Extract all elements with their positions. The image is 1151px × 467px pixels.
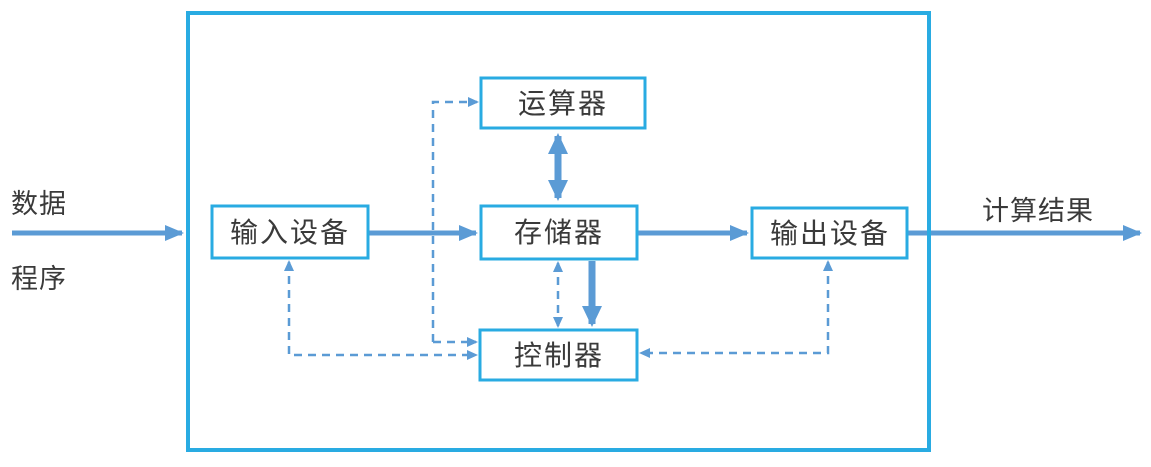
system-boundary-box (186, 11, 931, 452)
output-device-label: 输出设备 (770, 218, 890, 250)
alu-label: 运算器 (518, 88, 608, 120)
control-unit-box (478, 328, 639, 382)
control-signal-lines (284, 97, 833, 360)
input-device-box (210, 204, 370, 260)
external-labels: 数据 程序 计算结果 (11, 189, 1094, 294)
result-output-label: 计算结果 (982, 196, 1094, 226)
connector-control-output-dashed (639, 260, 833, 358)
connector-control-alu-dashed (431, 97, 479, 342)
component-labels: 输入设备 运算器 存储器 输出设备 控制器 (230, 88, 890, 372)
input-device-label: 输入设备 (230, 217, 350, 249)
component-boxes (210, 76, 909, 382)
control-unit-label: 控制器 (514, 340, 604, 372)
program-input-label: 程序 (11, 264, 67, 294)
memory-label: 存储器 (514, 217, 604, 249)
data-flow-lines (12, 133, 1142, 327)
alu-box (479, 76, 647, 130)
connector-control-input-dashed (284, 260, 478, 360)
output-device-box (750, 206, 909, 260)
data-input-label: 数据 (11, 189, 67, 219)
memory-box (479, 204, 639, 261)
